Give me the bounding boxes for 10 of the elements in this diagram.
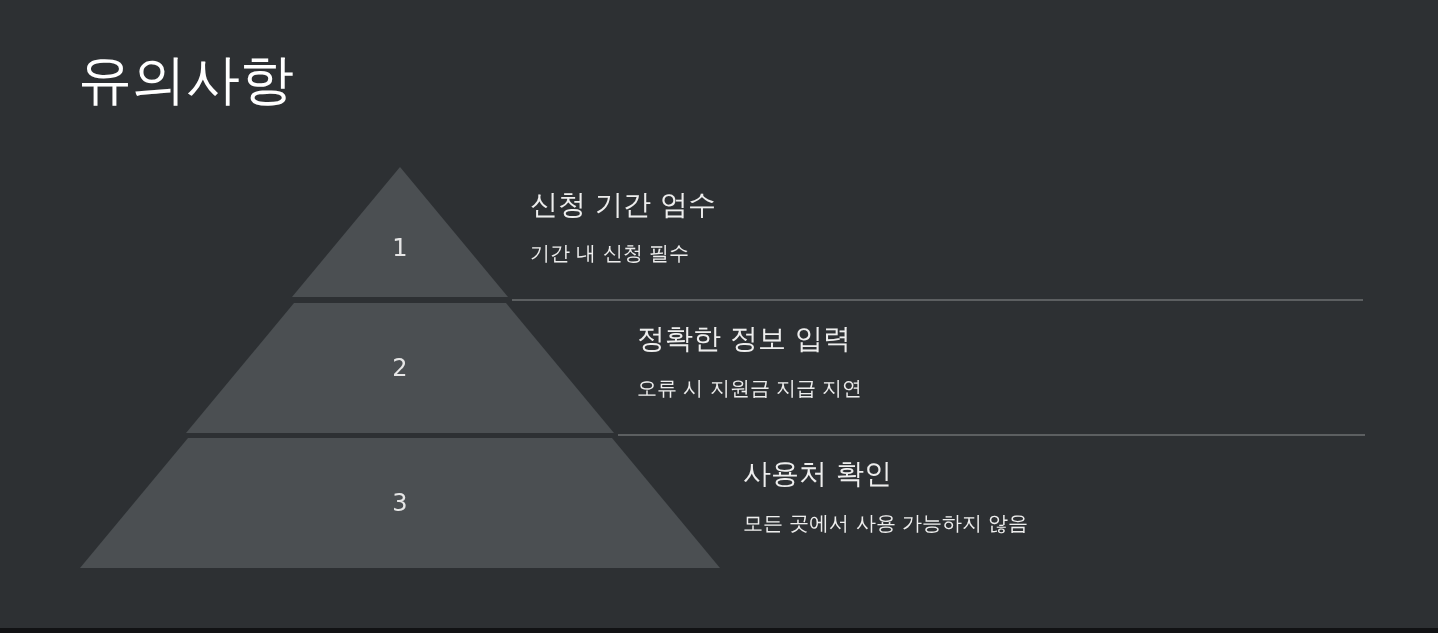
tier-number: 1 (392, 235, 408, 260)
tier-heading: 사용처 확인 (743, 457, 892, 491)
tier-description: 모든 곳에서 사용 가능하지 않음 (743, 511, 1029, 535)
tier-description: 기간 내 신청 필수 (530, 241, 690, 265)
tier-number: 2 (392, 356, 408, 380)
tier-heading: 신청 기간 엄수 (530, 188, 716, 222)
tier-description: 오류 시 지원금 지급 지연 (637, 376, 863, 400)
title: 유의사항 (78, 48, 294, 113)
tier-number: 3 (392, 491, 408, 515)
tier-heading: 정확한 정보 입력 (637, 322, 851, 356)
